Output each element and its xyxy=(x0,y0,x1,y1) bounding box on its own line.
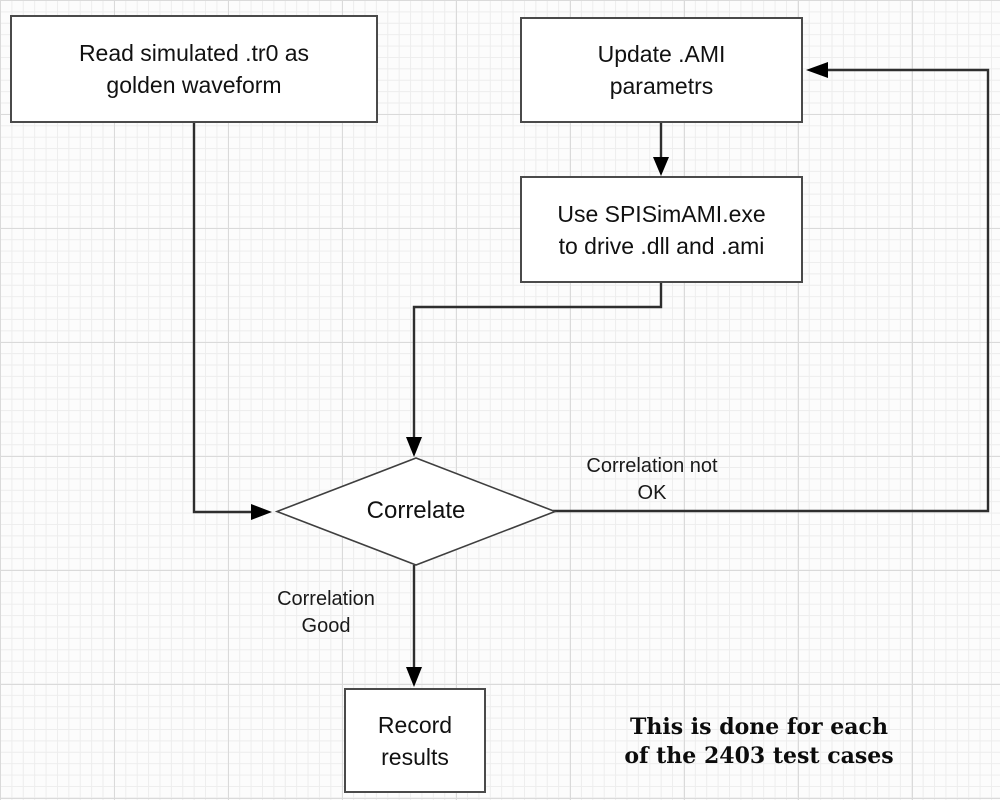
edge-label-correlation-good-line1: Correlation xyxy=(277,588,375,610)
arrowhead-correlate-to-record xyxy=(406,667,422,687)
arrowhead-correlate-to-update xyxy=(806,62,828,78)
node-update-ami-line1: Update .AMI xyxy=(597,41,726,67)
decision-diamond-shape xyxy=(274,457,558,566)
node-update-ami-line2: parametrs xyxy=(609,73,714,99)
node-read-golden-waveform: Read simulated .tr0 as golden waveform xyxy=(10,15,378,123)
edge-label-correlation-not-ok: Correlation not OK xyxy=(542,453,762,507)
node-run-spisimami: Use SPISimAMI.exe to drive .dll and .ami xyxy=(520,176,803,283)
annotation-test-cases: This is done for each of the 2403 test c… xyxy=(588,713,930,771)
annotation-test-cases-line1: This is done for each xyxy=(630,714,888,740)
node-read-golden-line2: golden waveform xyxy=(106,72,282,98)
arrowhead-read-to-correlate xyxy=(251,504,272,520)
node-read-golden-line1: Read simulated .tr0 as xyxy=(78,40,310,66)
edge-label-correlation-good: Correlation Good xyxy=(236,586,416,640)
decision-correlate-label: Correlate xyxy=(366,497,466,524)
node-run-spisimami-line2: to drive .dll and .ami xyxy=(558,232,765,259)
node-record-results-line1: Record xyxy=(377,711,453,738)
node-record-results: Record results xyxy=(344,688,486,793)
edge-read-to-correlate xyxy=(192,123,252,514)
edge-label-correlation-not-ok-line2: OK xyxy=(637,482,667,504)
arrowhead-update-to-spisimami xyxy=(653,157,669,176)
node-record-results-line2: results xyxy=(381,743,449,770)
node-update-ami-parameters: Update .AMI parametrs xyxy=(520,17,803,123)
arrowhead-spisimami-to-correlate xyxy=(406,437,422,457)
annotation-test-cases-line2: of the 2403 test cases xyxy=(624,743,894,769)
edge-label-correlation-good-line2: Good xyxy=(301,615,351,637)
edge-correlate-to-update xyxy=(553,68,990,513)
node-run-spisimami-line1: Use SPISimAMI.exe xyxy=(557,200,766,227)
edge-label-correlation-not-ok-line1: Correlation not xyxy=(586,455,718,477)
edge-spisimami-to-correlate xyxy=(412,283,663,438)
